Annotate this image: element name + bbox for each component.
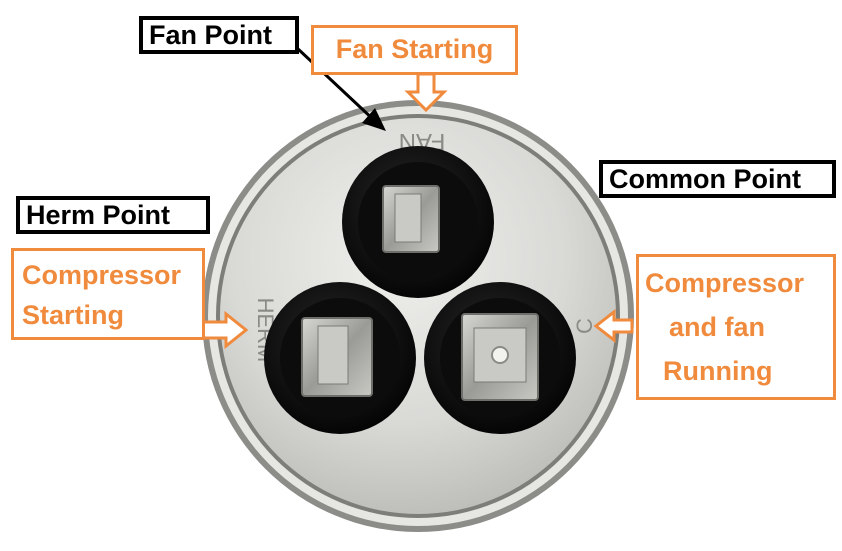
compressor-starting-arrow-icon bbox=[200, 310, 249, 350]
fan-starting-arrow-icon bbox=[404, 72, 448, 113]
running-arrow-icon bbox=[593, 308, 634, 344]
common-terminal bbox=[424, 282, 576, 434]
fan-terminal-blade bbox=[394, 193, 422, 243]
herm-terminal bbox=[264, 282, 416, 434]
common-terminal-rivet bbox=[491, 346, 509, 364]
running-line-2: and fan bbox=[669, 312, 766, 342]
running-line-3: Running bbox=[663, 356, 773, 386]
fan-point-label: Fan Point bbox=[139, 16, 299, 54]
fan-point-arrow-head bbox=[362, 108, 386, 131]
common-point-label: Common Point bbox=[599, 160, 836, 198]
fan-terminal bbox=[342, 146, 494, 298]
compressor-starting-label: Compressor Starting bbox=[11, 248, 205, 340]
fan-point-arrow bbox=[295, 46, 386, 131]
running-line-1: Compressor bbox=[645, 268, 805, 298]
herm-point-label: Herm Point bbox=[16, 196, 210, 234]
compressor-fan-running-label: Compressor and fan Running bbox=[636, 254, 836, 400]
compressor-starting-line-1: Compressor bbox=[22, 260, 182, 290]
herm-terminal-blade bbox=[317, 325, 349, 385]
common-stamp: C bbox=[572, 318, 597, 334]
fan-point-arrow-line bbox=[295, 46, 378, 124]
compressor-starting-line-2: Starting bbox=[22, 300, 125, 330]
fan-starting-label: Fan Starting bbox=[311, 25, 518, 75]
